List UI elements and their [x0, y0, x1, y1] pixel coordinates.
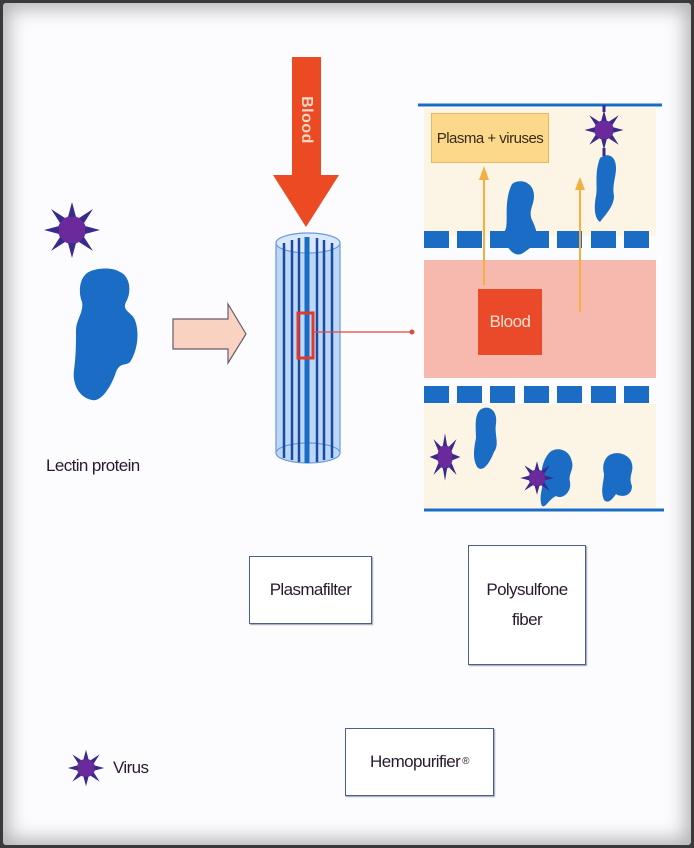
virus-icon — [584, 110, 624, 150]
polysulfone-fiber-label-box: Polysulfone fiber — [468, 545, 586, 665]
virus-icon — [429, 433, 461, 481]
blood-channel-label: Blood — [478, 289, 542, 355]
plasmafilter-cylinder-icon — [275, 232, 341, 464]
virus-icon — [520, 461, 554, 495]
plasma-flow-arrow-icon — [575, 177, 585, 312]
blood-arrow-label: Blood — [298, 96, 315, 144]
fiber-membrane-bottom — [424, 386, 649, 403]
process-arrow-icon — [172, 301, 247, 366]
hemopurifier-label-box: Hemopurifier® — [345, 728, 494, 796]
plasmafilter-label-box: Plasmafilter — [249, 556, 372, 624]
blood-arrow-icon — [273, 57, 339, 227]
virus-icon — [44, 202, 100, 258]
lectin-protein-label: Lectin protein — [46, 456, 140, 475]
lectin-protein-shape — [504, 181, 537, 255]
lectin-protein-shape — [540, 449, 573, 507]
lectin-protein-shape — [602, 453, 633, 502]
lectin-protein-shape — [474, 407, 497, 469]
lectin-protein-shape — [594, 155, 616, 222]
lectin-protein-shape — [73, 268, 138, 401]
plasma-flow-arrow-icon — [479, 166, 489, 285]
legend-virus-label: Virus — [113, 758, 149, 777]
legend-virus-icon — [67, 749, 105, 787]
plasma-viruses-label: Plasma + viruses — [431, 113, 549, 163]
